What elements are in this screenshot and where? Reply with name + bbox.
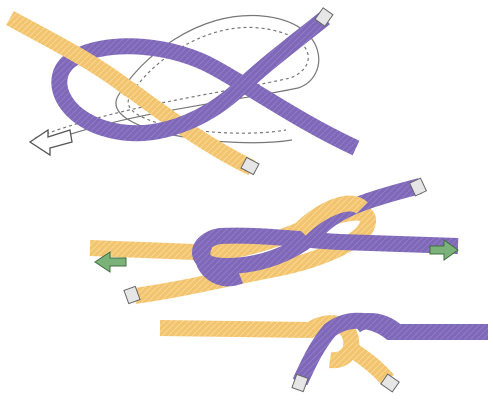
outline-arrow-left-icon bbox=[30, 130, 72, 155]
step-3-illustration bbox=[160, 321, 488, 392]
step-2-illustration bbox=[90, 178, 458, 304]
step-1-illustration bbox=[10, 8, 356, 175]
purple-rope-loop bbox=[59, 18, 356, 148]
yellow-rope-tail bbox=[345, 345, 388, 380]
purple-rope-loop-front bbox=[355, 321, 395, 330]
